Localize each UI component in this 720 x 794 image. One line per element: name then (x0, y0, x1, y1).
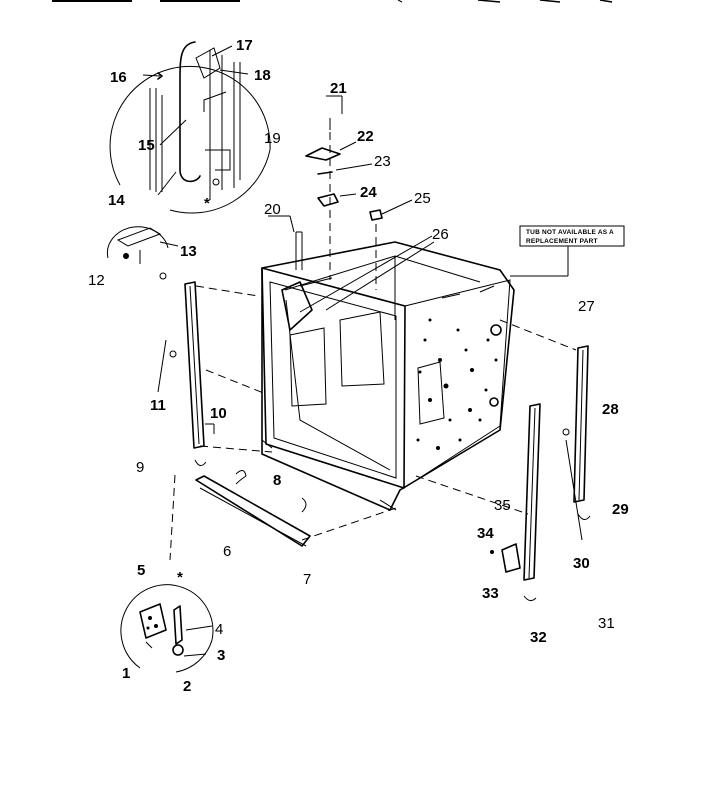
label-11: 11 (150, 397, 166, 414)
projection-lines (169, 285, 577, 561)
label-2: 2 (183, 678, 191, 695)
label-7: 7 (303, 571, 311, 588)
label-31: 31 (598, 615, 615, 632)
label-21: 21 (330, 80, 347, 97)
note-box: TUB NOT AVAILABLE AS A REPLACEMENT PART (510, 225, 625, 277)
label-28: 28 (602, 401, 619, 418)
label-20: 20 (264, 201, 281, 218)
label-35: 35 (494, 497, 511, 514)
label-1: 1 (122, 665, 130, 682)
right-rails (490, 345, 591, 602)
label-4: 4 (215, 621, 223, 638)
detail-circle-bottom (120, 584, 214, 673)
label-25: 25 (414, 190, 431, 207)
tub-assembly (261, 241, 515, 511)
label-6: 6 (223, 543, 231, 560)
label-24: 24 (360, 184, 377, 201)
detail-circle-13 (106, 226, 179, 264)
detail-circle-top (109, 41, 271, 214)
label-16: 16 (110, 69, 127, 86)
label-15: 15 (138, 137, 155, 154)
label-13: 13 (180, 243, 197, 260)
asterisk-top: * (204, 195, 210, 212)
label-18: 18 (254, 67, 271, 84)
label-34: 34 (477, 525, 494, 542)
label-3: 3 (217, 647, 225, 664)
bottom-front-panel (195, 470, 311, 547)
label-22: 22 (357, 128, 374, 145)
label-12: 12 (88, 272, 105, 289)
label-8: 8 (273, 472, 281, 489)
note-line-1: TUB NOT AVAILABLE AS A (526, 229, 614, 236)
top-small-parts (268, 95, 413, 290)
detail-texture (146, 616, 158, 630)
label-9: 9 (136, 459, 144, 476)
part-labels: 1 2 3 4 5 6 7 8 9 10 11 12 13 14 15 16 1… (88, 37, 629, 695)
label-19: 19 (264, 130, 281, 147)
label-26: 26 (432, 226, 449, 243)
label-17: 17 (236, 37, 253, 54)
label-14: 14 (108, 192, 125, 209)
label-23: 23 (374, 153, 391, 170)
tub-texture (416, 318, 498, 450)
label-30: 30 (573, 555, 590, 572)
label-5: 5 (137, 562, 145, 579)
label-32: 32 (530, 629, 547, 646)
label-29: 29 (612, 501, 629, 518)
label-27: 27 (578, 298, 595, 315)
left-side-rail (157, 272, 215, 466)
asterisk-bottom: * (177, 569, 183, 586)
label-10: 10 (210, 405, 227, 422)
leader-26 (299, 235, 435, 313)
top-edge-marks (52, 0, 613, 3)
label-33: 33 (482, 585, 499, 602)
note-line-2: REPLACEMENT PART (526, 238, 598, 245)
